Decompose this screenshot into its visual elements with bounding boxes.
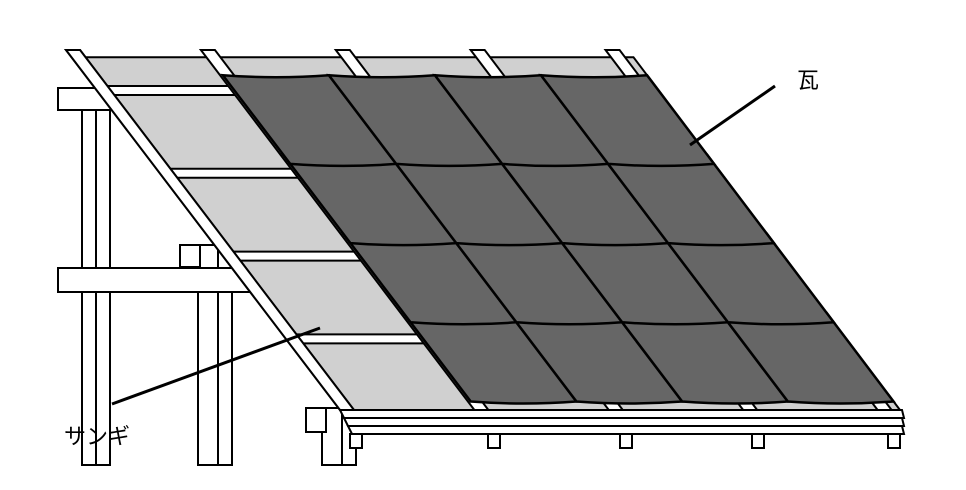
- kawara-tiles: [220, 73, 896, 405]
- beam-middle-cap: [179, 244, 201, 268]
- rafter-tail-1: [349, 433, 363, 449]
- rafter-tail-2: [487, 433, 501, 449]
- eaves-board-3: [346, 425, 906, 435]
- roof-frame-structure: [57, 87, 357, 466]
- eaves-boards: [338, 409, 906, 449]
- sangi-leader-line: [111, 326, 321, 406]
- rafter-tail-4: [751, 433, 765, 449]
- sangi-label: サンギ: [64, 425, 130, 450]
- rafter-tail-3: [619, 433, 633, 449]
- beam-middle: [57, 267, 259, 293]
- kawara-leader-line: [689, 84, 776, 147]
- eaves-board-2: [342, 417, 906, 427]
- eaves-board-1: [338, 409, 906, 419]
- rafter-tail-5: [887, 433, 901, 449]
- tile-r1-c4: [538, 73, 717, 168]
- kawara-label: 瓦: [797, 69, 819, 94]
- beam-bottom-cap: [305, 407, 327, 433]
